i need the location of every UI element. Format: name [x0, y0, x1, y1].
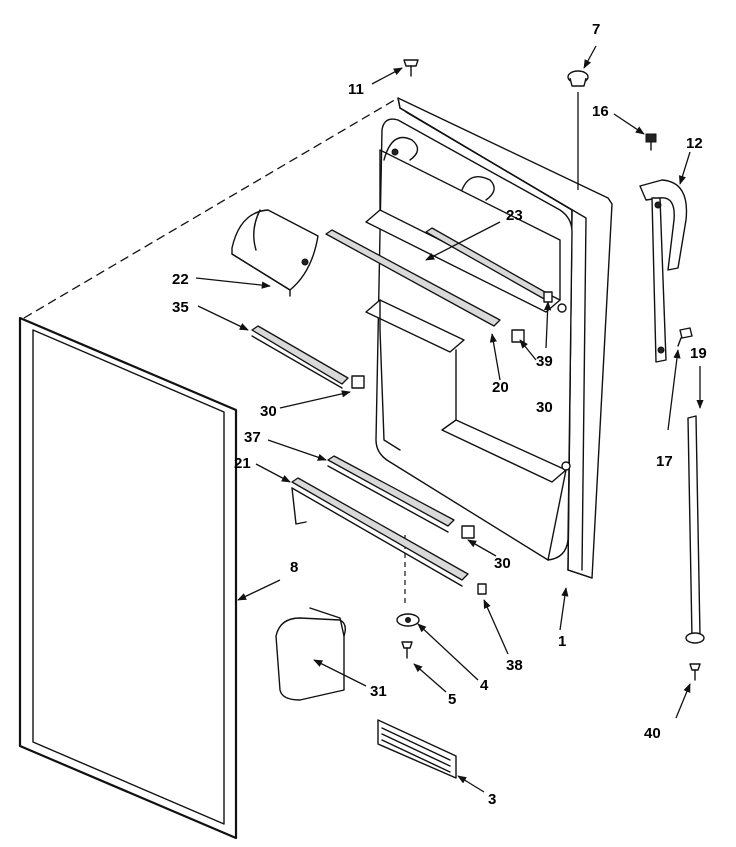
- label-35: 35: [172, 299, 189, 316]
- label-12: 12: [686, 135, 703, 152]
- part-35-bar: [251, 325, 349, 389]
- label-31: 31: [370, 683, 387, 700]
- door-gasket: [18, 316, 238, 840]
- label-16: 16: [592, 103, 609, 120]
- label-3: 3: [488, 791, 496, 808]
- label-30-upper-right: 30: [536, 399, 553, 416]
- part-labels: 11 7 16 12 19 17 40 22 35 23 20 39 30 30…: [172, 21, 707, 808]
- part-37-bar: [327, 455, 455, 533]
- part-4-bracket: [396, 613, 420, 627]
- part-40-screw: [689, 663, 701, 681]
- clips: [351, 291, 553, 595]
- part-19-rod: [685, 415, 705, 644]
- label-30-lower: 30: [494, 555, 511, 572]
- part-11-screw: [403, 59, 419, 77]
- part-21-bar: [291, 477, 469, 587]
- label-17: 17: [656, 453, 673, 470]
- label-11: 11: [348, 81, 364, 98]
- label-22: 22: [172, 271, 189, 288]
- label-38: 38: [506, 657, 523, 674]
- label-37: 37: [244, 429, 261, 446]
- label-1: 1: [558, 633, 566, 650]
- label-40: 40: [644, 725, 661, 742]
- label-4: 4: [480, 677, 489, 694]
- part-16-screw: [645, 133, 657, 151]
- label-39: 39: [536, 353, 553, 370]
- label-30-upper-left: 30: [260, 403, 277, 420]
- leader-lines: [195, 45, 704, 793]
- part-3-panel: [377, 719, 457, 779]
- part-12-handle: [639, 179, 688, 363]
- label-20: 20: [492, 379, 509, 396]
- label-19: 19: [690, 345, 707, 362]
- label-8: 8: [290, 559, 298, 576]
- part-31-cover: [275, 607, 347, 701]
- part-7-plug: [567, 70, 589, 87]
- door-panel: [365, 97, 613, 579]
- part-17-screw: [677, 327, 693, 347]
- label-23: 23: [506, 207, 523, 224]
- part-5-screw: [401, 641, 413, 659]
- part-22-cover: [231, 209, 319, 297]
- label-21: 21: [234, 455, 251, 472]
- label-7: 7: [592, 21, 600, 38]
- label-5: 5: [448, 691, 456, 708]
